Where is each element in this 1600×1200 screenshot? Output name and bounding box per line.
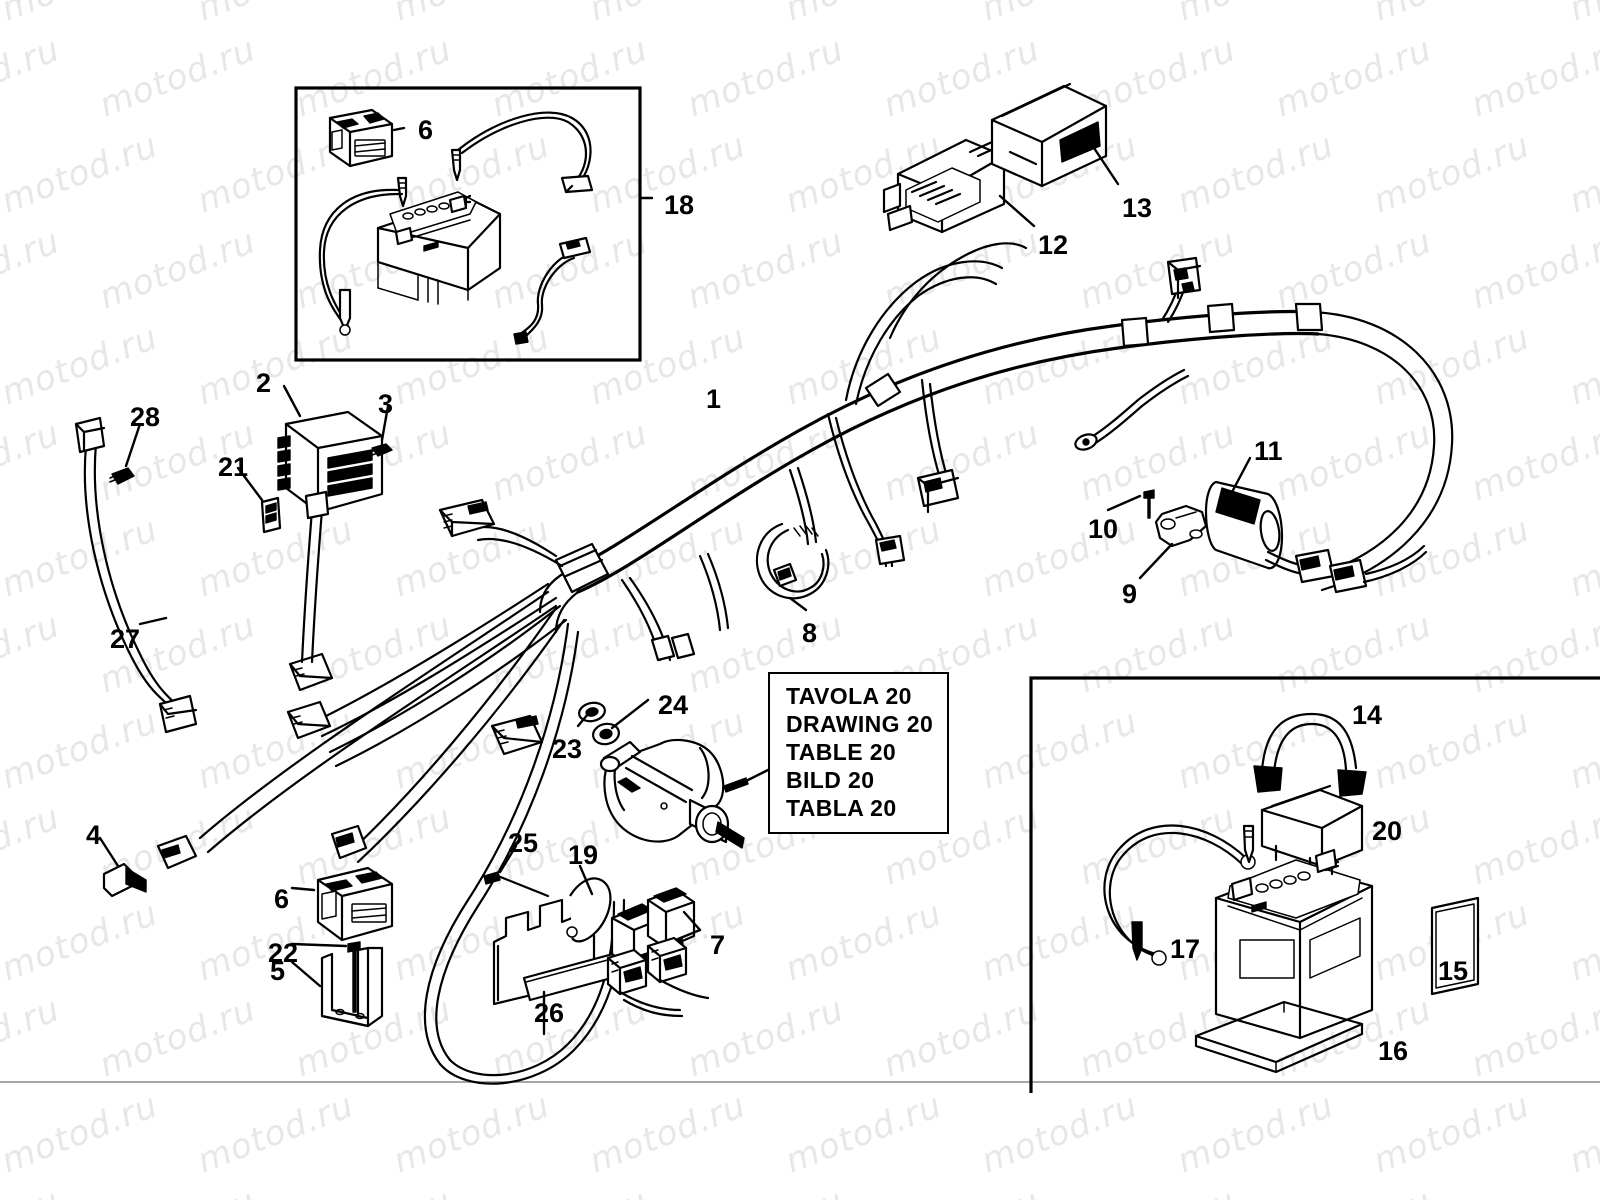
washers-23-24 <box>576 698 650 746</box>
callout-17: 17 <box>1170 934 1201 964</box>
reference-line-2: TABLE 20 <box>786 739 897 766</box>
callout-13: 13 <box>1122 193 1153 223</box>
callout-28: 28 <box>130 402 161 432</box>
callout-16: 16 <box>1378 1036 1409 1066</box>
reference-table-box: TAVOLA 20 DRAWING 20 TABLE 20 BILD 20 TA… <box>768 672 950 835</box>
callout-7: 7 <box>710 930 726 960</box>
callout-18: 18 <box>664 190 695 220</box>
callout-6: 6 <box>418 115 434 145</box>
callout-27: 27 <box>110 624 141 654</box>
regulator-2 <box>277 384 393 664</box>
callout-5: 5 <box>270 956 286 986</box>
ignition-coil-11 <box>1204 456 1428 594</box>
relay-6-bottom <box>290 866 394 942</box>
inset-insulation-pad <box>1430 896 1480 996</box>
reference-line-0: TAVOLA 20 <box>786 683 912 709</box>
callout-26: 26 <box>534 998 565 1028</box>
callout-10: 10 <box>1088 514 1119 544</box>
cable-tie-8 <box>755 522 830 612</box>
sensor-cable-27 <box>74 416 198 734</box>
callout-22: 22 <box>268 938 299 968</box>
callout-8: 8 <box>802 618 818 648</box>
inset-battery-strap <box>1253 712 1367 797</box>
inset-terminal-cover <box>1260 784 1364 874</box>
inset-relay-6 <box>328 108 406 168</box>
callout-15: 15 <box>1438 956 1469 986</box>
reference-line-4: TABLA 20 <box>786 795 897 822</box>
rivet-25 <box>483 844 550 898</box>
main-harness <box>156 242 1454 1085</box>
callout-21: 21 <box>218 452 249 482</box>
inset-negative-cable <box>1103 824 1256 966</box>
callout-6: 6 <box>274 884 290 914</box>
inset-battery <box>376 191 502 305</box>
coil-bracket-9 <box>1106 489 1208 580</box>
ecu-module-12 <box>882 138 1036 234</box>
inset-box-battery-assembly <box>1029 676 1600 1093</box>
callout-1: 1 <box>706 384 722 414</box>
callout-25: 25 <box>508 828 539 858</box>
callout-14: 14 <box>1352 700 1383 730</box>
callout-24: 24 <box>658 690 689 720</box>
callout-3: 3 <box>378 389 394 419</box>
sensor-plug-4 <box>98 836 147 898</box>
callout-19: 19 <box>568 840 599 870</box>
fuse-21 <box>236 466 282 534</box>
inset-cables <box>318 111 594 345</box>
callout-20: 20 <box>1372 816 1403 846</box>
callout-9: 9 <box>1122 579 1138 609</box>
screw-28 <box>109 422 142 485</box>
inset-box-battery-kit <box>294 86 654 362</box>
immobilizer-module-13 <box>990 82 1120 188</box>
callout-23: 23 <box>552 734 583 764</box>
callout-4: 4 <box>86 820 102 850</box>
callout-2: 2 <box>256 368 272 398</box>
callout-11: 11 <box>1254 436 1283 466</box>
callout-12: 12 <box>1038 230 1069 260</box>
inset-battery-main <box>1194 848 1374 1074</box>
reference-line-3: BILD 20 <box>786 767 875 794</box>
starter-motor <box>599 738 770 849</box>
relay-bracket-5 <box>290 941 384 1028</box>
relay-pair-7 <box>606 887 710 1018</box>
reference-line-1: DRAWING 20 <box>786 711 934 738</box>
